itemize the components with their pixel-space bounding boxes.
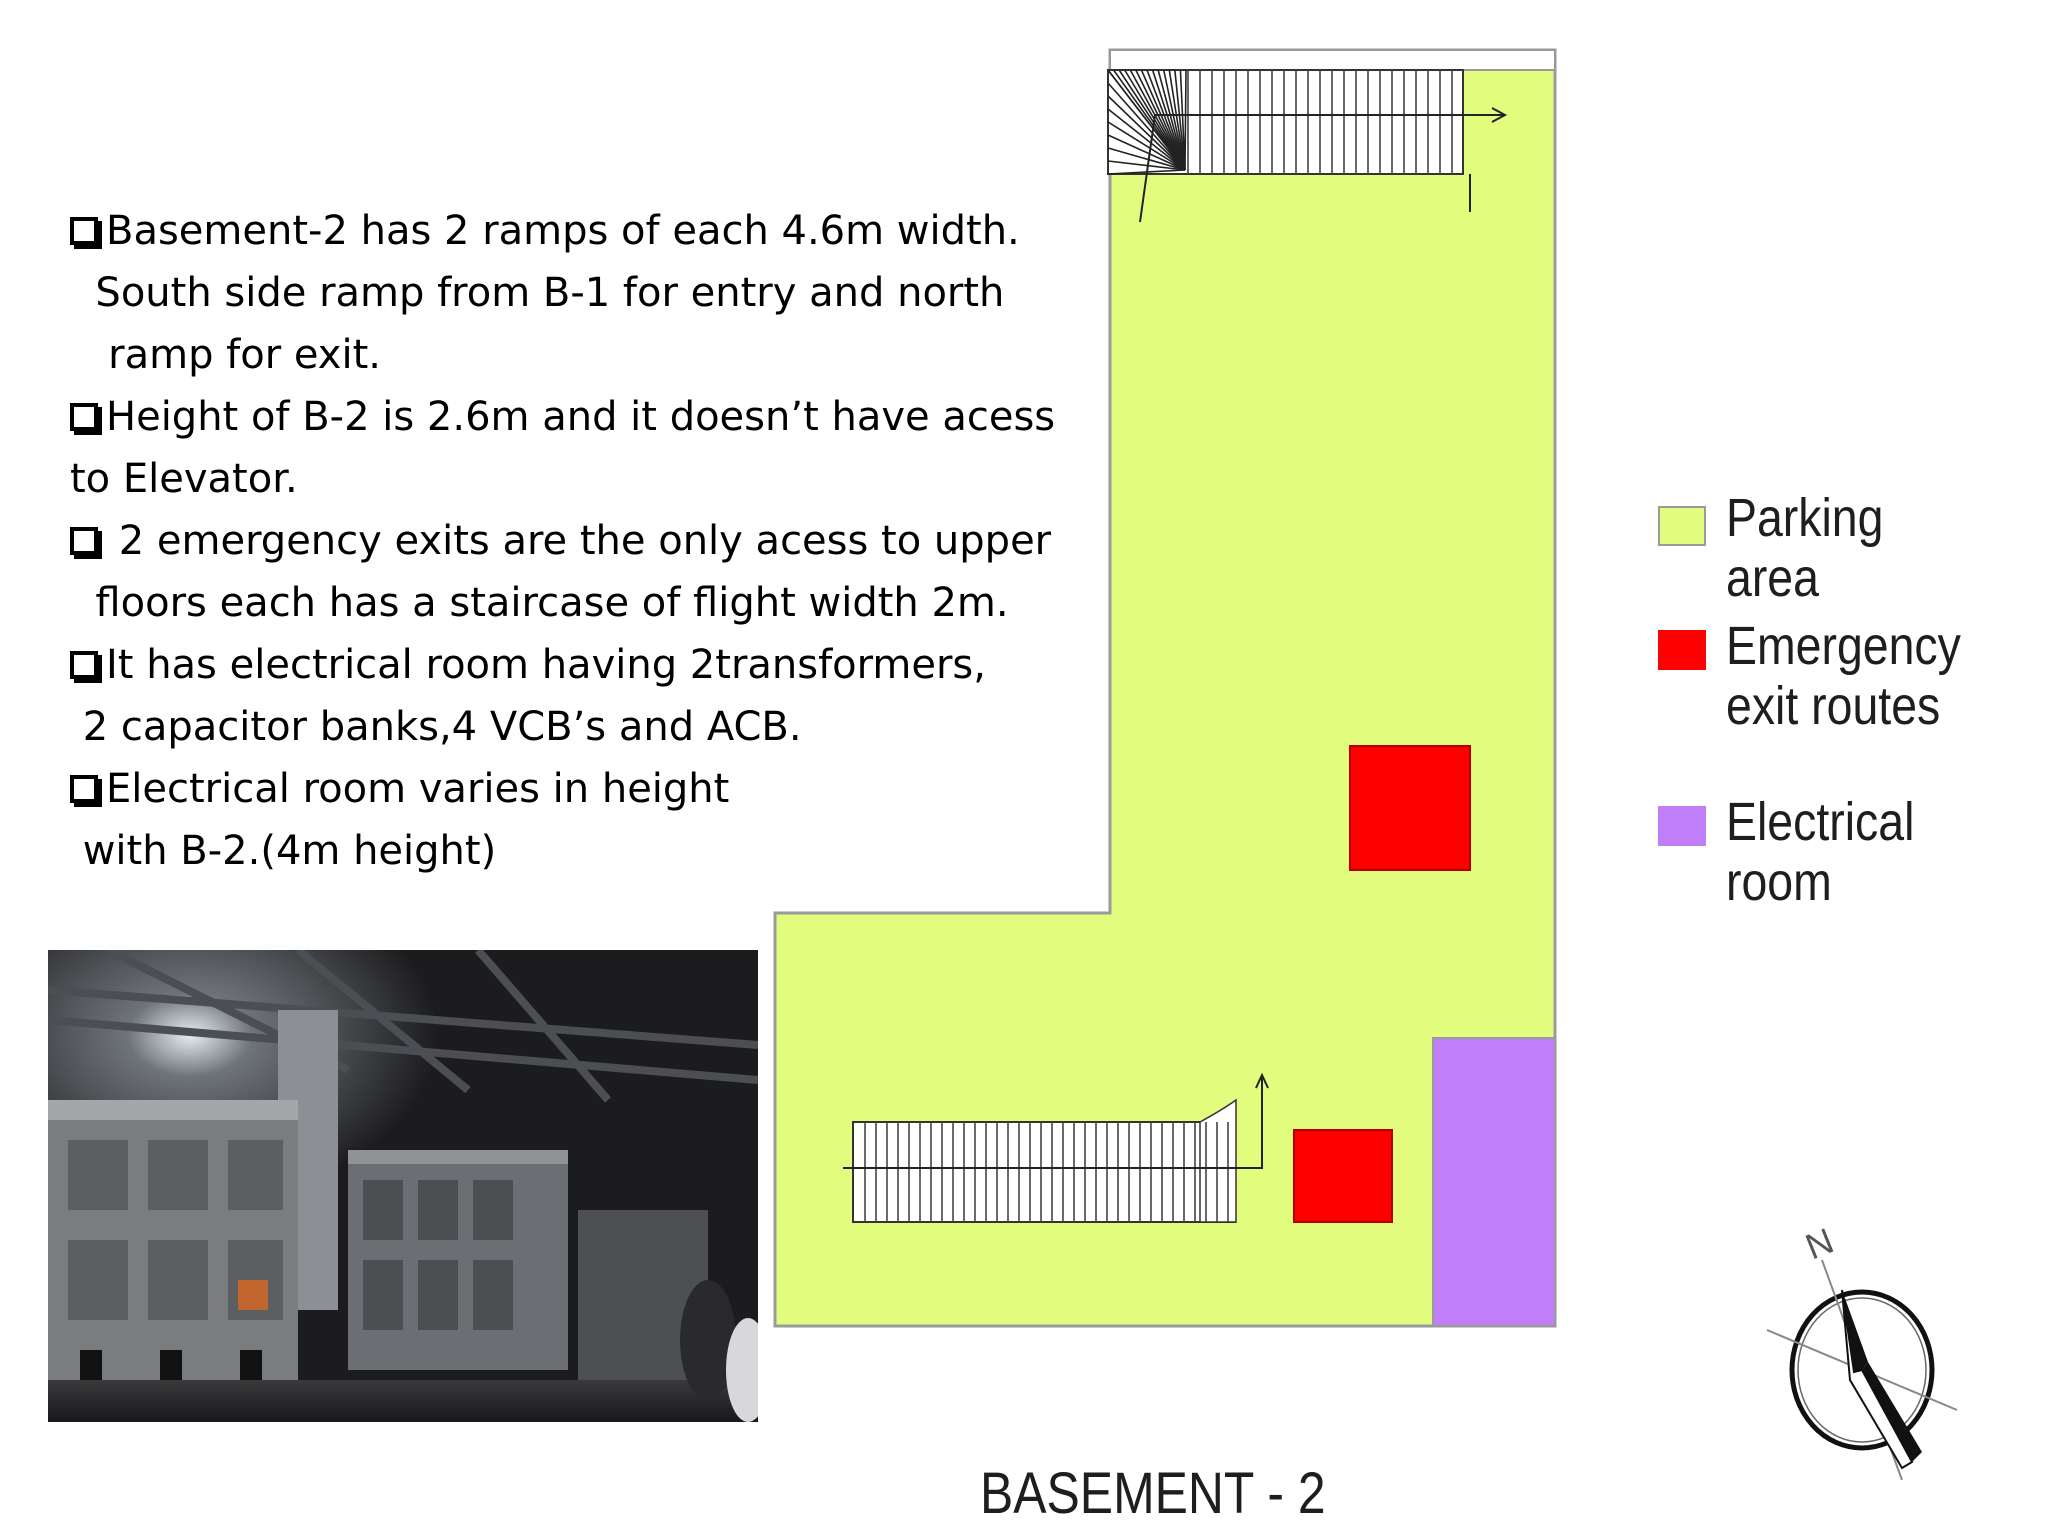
checkbox-bullet-icon <box>70 527 98 555</box>
bullet-5: Electrical room varies in height with B-… <box>70 758 1090 882</box>
description-text: Basement-2 has 2 ramps of each 4.6m widt… <box>70 200 1090 882</box>
bullet-4: It has electrical room having 2transform… <box>70 634 1090 758</box>
ramp-step-line <box>1162 69 1186 171</box>
plan-top-strip <box>1109 49 1556 71</box>
bullet-text: ramp for exit. <box>70 332 381 378</box>
ramp-step-line <box>1174 69 1186 171</box>
checkbox-bullet-icon <box>70 651 98 679</box>
bullet-text: It has electrical room having 2transform… <box>106 642 986 688</box>
bullet-text: 2 emergency exits are the only acess to … <box>106 518 1052 564</box>
svg-text:N: N <box>1800 1220 1839 1268</box>
electrical-room <box>1432 1037 1556 1327</box>
bullet-text: floors each has a staircase of flight wi… <box>70 580 1009 626</box>
ramp-step-line <box>1107 160 1186 171</box>
legend-label: Electrical room <box>1726 792 1915 912</box>
ramp-step-line <box>1146 69 1186 171</box>
ramp-step-line <box>1107 95 1186 171</box>
ramp-step-line <box>1157 69 1186 171</box>
ramp-step-line <box>1151 69 1186 171</box>
bullet-text: Height of B-2 is 2.6m and it doesn’t hav… <box>106 394 1056 440</box>
parking-area-swatch <box>1658 506 1706 546</box>
ramp-step-line <box>1135 69 1186 171</box>
ramp-step-line <box>1107 121 1186 171</box>
bullet-1: Basement-2 has 2 ramps of each 4.6m widt… <box>70 200 1090 386</box>
emergency-exit-north <box>1349 745 1471 871</box>
checkbox-bullet-icon <box>70 403 98 431</box>
emergency-exit-swatch <box>1658 630 1706 670</box>
north-ramp <box>1107 69 1508 223</box>
ramp-step-line <box>1168 69 1186 171</box>
bullet-3: 2 emergency exits are the only acess to … <box>70 510 1090 634</box>
bullet-text: 2 capacitor banks,4 VCB’s and ACB. <box>70 704 802 750</box>
ramp-step-line <box>1184 69 1187 171</box>
ramp-step-line <box>1179 69 1186 171</box>
bullet-text: Electrical room varies in height <box>106 766 730 812</box>
checkbox-bullet-icon <box>70 217 98 245</box>
ramp-step-line <box>1107 82 1186 171</box>
bullet-2: Height of B-2 is 2.6m and it doesn’t hav… <box>70 386 1090 510</box>
ramp-step-line <box>1107 134 1186 171</box>
photo-electrical-room <box>48 950 758 1422</box>
legend-label: Parking area <box>1726 488 1884 608</box>
ramp-step-line <box>1129 69 1186 171</box>
bullet-text: Basement-2 has 2 ramps of each 4.6m widt… <box>106 208 1020 254</box>
ramp-step-line <box>1107 108 1186 171</box>
checkbox-bullet-icon <box>70 775 98 803</box>
plan-title: BASEMENT - 2 <box>980 1461 1326 1526</box>
bullet-text: South side ramp from B-1 for entry and n… <box>70 270 1005 316</box>
electrical-room-swatch <box>1658 806 1706 846</box>
ramp-step-line <box>1107 147 1186 171</box>
north-arrow-icon: N <box>1766 1220 1958 1481</box>
ramp-step-line <box>1107 69 1186 171</box>
bullet-text: with B-2.(4m height) <box>70 828 497 874</box>
bullet-text: to Elevator. <box>70 456 298 502</box>
south-ramp <box>843 1072 1269 1223</box>
emergency-exit-south <box>1293 1129 1393 1223</box>
ramp-step-line <box>1140 69 1186 171</box>
legend-label: Emergency exit routes <box>1726 616 1961 736</box>
